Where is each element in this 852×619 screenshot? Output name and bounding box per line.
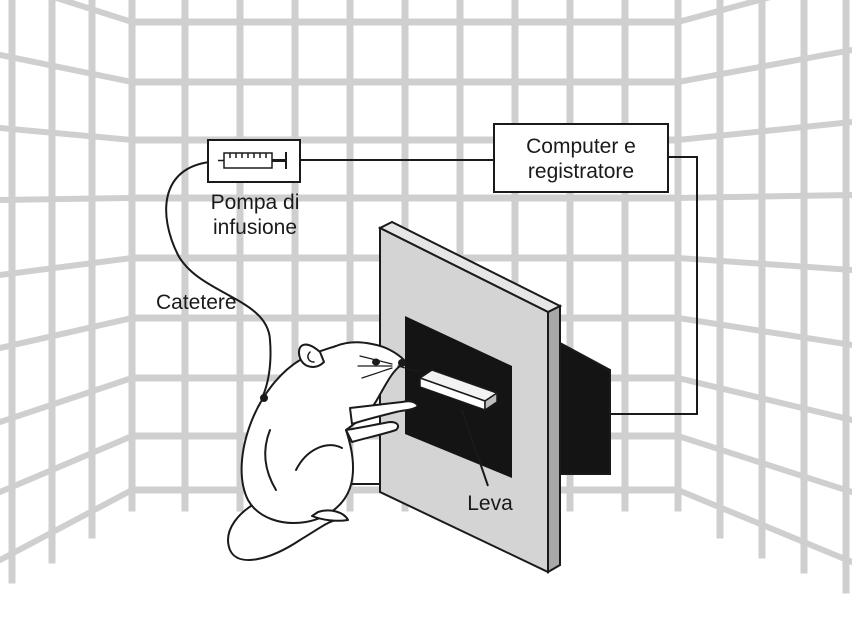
left-wall-perspective-lines — [0, 0, 137, 564]
lever — [418, 369, 499, 412]
catheter-tube — [165, 161, 272, 399]
infusion-pump: Pompa di infusione — [207, 139, 301, 239]
computer-label-line1: Computer e — [526, 135, 636, 158]
rat-whiskers — [357, 355, 421, 379]
catheter-label: Catetere — [156, 291, 237, 314]
panel-edge — [547, 304, 561, 574]
computer-label-line2: registratore — [528, 160, 634, 183]
rat-tail — [227, 499, 339, 562]
connection-wires — [165, 156, 698, 485]
lever-label: Leva — [467, 492, 513, 515]
catheter-port — [260, 394, 268, 402]
syringe-icon — [218, 152, 287, 169]
pump-label-line1: Pompa di — [211, 191, 300, 214]
right-wall-perspective-lines — [674, 0, 852, 566]
rat-hind-foot — [311, 509, 349, 522]
lever-mechanism-box — [559, 341, 611, 475]
left-wall-vertical-lines — [8, 0, 96, 584]
lever-pointer-line — [461, 409, 489, 487]
rat-ear — [298, 343, 325, 368]
front-panel: Leva — [377, 220, 563, 574]
right-wall-vertical-lines — [716, 0, 850, 594]
rat-front-arm — [349, 400, 419, 425]
computer-to-lever-box-wire — [610, 156, 698, 415]
rat-figure — [227, 341, 421, 562]
computer-recorder-box: Computer e registratore — [493, 123, 669, 193]
pump-label-line2: infusione — [213, 216, 297, 239]
rat-nose — [398, 359, 406, 367]
